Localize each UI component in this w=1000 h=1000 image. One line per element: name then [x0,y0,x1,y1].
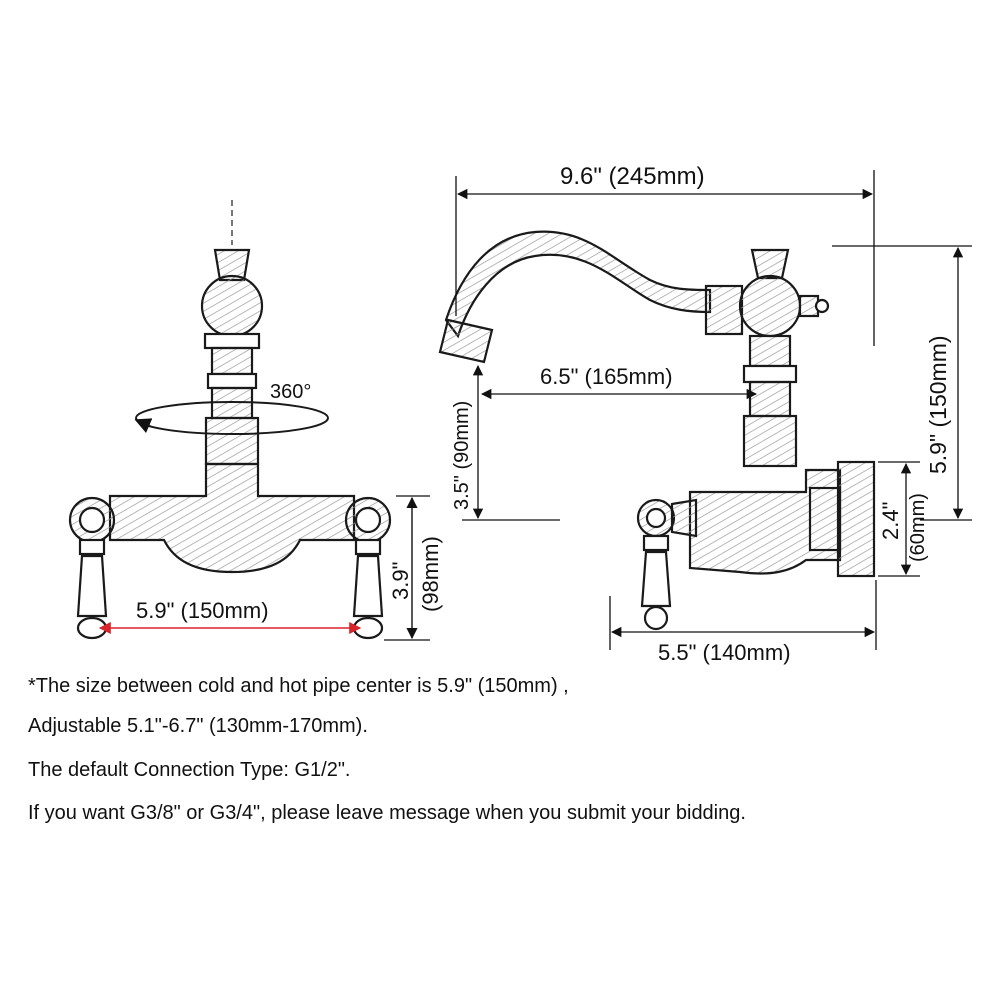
spout-tip [438,318,494,364]
note-alt-connection: If you want G3/8" or G3/4", please leave… [28,802,746,824]
side-handle-grip [640,550,672,608]
wall-flange [836,460,876,578]
left-handle-grip [76,554,108,618]
front-dimensions: 360° 5.9" (150mm) 3.9" (98mm) [98,381,443,641]
front-neck-upper [210,346,254,376]
side-dimensions [455,170,972,650]
rotation-arrow [134,418,153,434]
note-connection-type: The default Connection Type: G1/2". [28,759,351,781]
side-handle-tip [643,605,669,631]
spout [444,230,712,339]
rotation-ellipse [135,401,329,435]
side-neck-lower [748,380,792,418]
side-neck-ring [742,364,798,384]
side-ball [738,274,802,338]
front-collar [203,332,261,350]
front-ball [200,274,264,338]
side-view [438,230,876,631]
projection-label: 5.5" (140mm) [658,640,791,665]
side-side-knob-cap [814,298,830,314]
side-handle-collar [642,534,670,552]
right-handle-grip [352,554,384,618]
side-handle-stem [670,498,698,538]
left-handle-collar [78,538,106,556]
side-body [688,468,842,575]
side-neck-upper [748,334,792,368]
side-handle-ring-inner [645,507,667,529]
reach-label: 6.5" (165mm) [540,364,673,389]
front-height-label: 3.9" [388,562,413,600]
spout-height-label: 3.5" (90mm) [451,401,473,510]
side-top-knob [750,248,790,280]
spout-coupling [704,284,744,336]
front-width-label: 5.9" (150mm) [136,598,269,623]
front-body [108,462,356,574]
flange-mm-label: (60mm) [907,493,929,562]
flange-label: 2.4" [878,502,903,540]
total-height-label: 5.9" (150mm) [925,335,951,474]
right-handle-ring-inner [354,506,382,534]
total-length-label: 9.6" (245mm) [560,163,705,190]
front-neck-ring [206,372,258,390]
rotation-label: 360° [270,381,311,403]
front-base-ring [204,416,260,466]
note-pipe-center: *The size between cold and hot pipe cent… [28,675,569,697]
front-view [68,200,392,640]
front-height-mm-label: (98mm) [418,536,443,612]
note-adjustable: Adjustable 5.1"-6.7" (130mm-170mm). [28,715,368,737]
left-handle-ring-inner [78,506,106,534]
side-dimension-labels: 9.6" (245mm) 6.5" (165mm) 3.5" (90mm) 5.… [451,163,951,665]
side-base-ring [742,414,798,468]
flange-thread [808,486,842,552]
right-handle-collar [354,538,382,556]
